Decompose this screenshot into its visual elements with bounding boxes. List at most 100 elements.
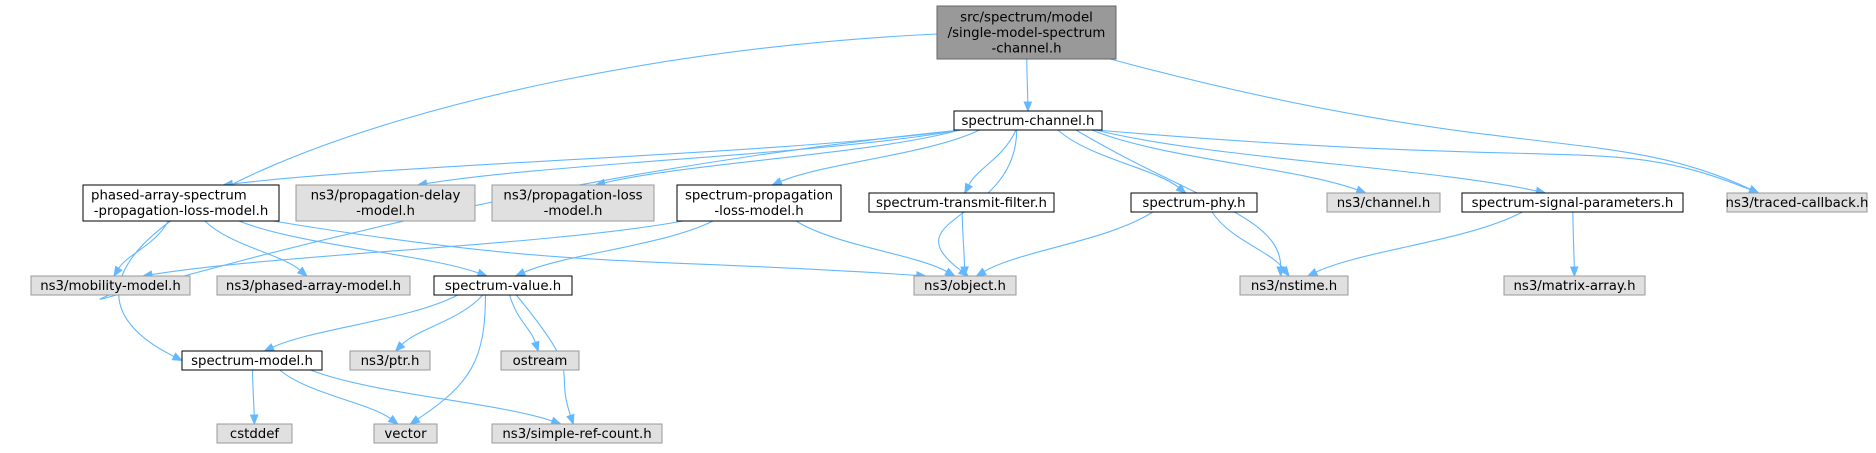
edge-spectrum-channel-to-object <box>938 129 1018 272</box>
node-box-vector <box>373 423 438 444</box>
edge-spectrum-value-to-vector <box>417 294 486 420</box>
node-box-spectrum-transmit-filter <box>868 192 1055 213</box>
edge-spectrum-channel-to-phased-array-spectrum <box>232 129 961 185</box>
edge-spectrum-model-to-cstddef <box>251 369 255 416</box>
arrowhead-root-to-spectrum-channel <box>1023 101 1033 113</box>
node-phased-array-model: ns3/phased-array-model.h <box>216 275 411 296</box>
arrowhead-spectrum-value-to-ptr <box>394 341 406 352</box>
node-label-matrix-array-line-0: ns3/matrix-array.h <box>1513 279 1635 294</box>
arrowhead-spectrum-value-to-ostream <box>531 340 540 353</box>
node-box-spectrum-value <box>433 275 573 296</box>
node-box-simple-ref-count <box>491 423 663 444</box>
arrowhead-spectrum-value-to-spectrum-model <box>263 343 275 352</box>
edge-root-to-spectrum-model <box>118 33 938 357</box>
node-label-propagation-loss-line-0: ns3/propagation-loss <box>503 189 642 204</box>
edge-phased-array-spectrum-to-object <box>272 220 917 276</box>
node-label-propagation-delay-line-0: ns3/propagation-delay <box>311 189 461 204</box>
node-label-spectrum-phy-line-0: spectrum-phy.h <box>1142 196 1245 211</box>
node-spectrum-model[interactable]: spectrum-model.h <box>181 350 323 371</box>
node-box-cstddef <box>216 423 293 444</box>
node-label-spectrum-propagation-loss-line-0: spectrum-propagation <box>685 189 833 204</box>
arrowhead-spectrum-model-to-cstddef <box>249 414 259 426</box>
edge-spectrum-model-to-vector <box>279 369 391 420</box>
arrowhead-spectrum-phy-to-object <box>975 267 987 277</box>
node-ostream: ostream <box>500 350 580 371</box>
edge-spectrum-phy-to-nstime <box>1211 211 1285 270</box>
arrowhead-root-to-spectrum-model <box>171 352 184 362</box>
node-label-nstime-line-0: ns3/nstime.h <box>1251 279 1337 294</box>
edge-spectrum-propagation-loss-to-spectrum-value <box>523 220 714 273</box>
node-box-phased-array-model <box>216 275 411 296</box>
edge-spectrum-channel-to-spectrum-transmit-filter <box>968 129 1017 186</box>
node-label-phased-array-model-line-0: ns3/phased-array-model.h <box>226 279 401 294</box>
node-spectrum-channel[interactable]: spectrum-channel.h <box>953 110 1103 131</box>
node-label-channel-line-0: ns3/channel.h <box>1337 196 1431 211</box>
edge-spectrum-value-to-spectrum-model <box>272 294 459 348</box>
edge-spectrum-channel-to-channel <box>1091 129 1358 191</box>
edge-root-to-traced-callback <box>1109 58 1751 190</box>
node-label-root-line-2: -channel.h <box>991 41 1061 56</box>
node-spectrum-value[interactable]: spectrum-value.h <box>433 275 573 296</box>
node-box-object <box>913 275 1017 296</box>
nodes-layer: src/spectrum/model/single-model-spectrum… <box>30 5 1869 444</box>
arrowhead-spectrum-channel-to-spectrum-transmit-filter <box>964 182 973 195</box>
edge-spectrum-channel-to-spectrum-phy <box>1057 129 1179 188</box>
node-label-spectrum-channel-line-0: spectrum-channel.h <box>962 114 1095 129</box>
edge-spectrum-propagation-loss-to-object <box>795 220 948 273</box>
edge-spectrum-signal-parameters-to-nstime <box>1315 211 1523 273</box>
node-traced-callback: ns3/traced-callback.h <box>1726 192 1869 213</box>
node-label-ostream-line-0: ostream <box>513 354 568 369</box>
node-spectrum-transmit-filter[interactable]: spectrum-transmit-filter.h <box>868 192 1055 213</box>
node-spectrum-signal-parameters[interactable]: spectrum-signal-parameters.h <box>1461 192 1684 213</box>
node-object: ns3/object.h <box>913 275 1017 296</box>
node-box-matrix-array <box>1503 275 1646 296</box>
edge-spectrum-channel-to-propagation-loss <box>604 129 961 184</box>
node-box-spectrum-signal-parameters <box>1461 192 1684 213</box>
node-spectrum-propagation-loss[interactable]: spectrum-propagation-loss-model.h <box>676 184 842 222</box>
node-label-spectrum-transmit-filter-line-0: spectrum-transmit-filter.h <box>876 196 1047 211</box>
edge-spectrum-value-to-ptr <box>401 294 484 345</box>
edge-spectrum-channel-to-traced-callback <box>1095 129 1751 191</box>
edge-phased-array-spectrum-to-spectrum-value <box>238 220 479 274</box>
node-box-spectrum-phy <box>1130 192 1258 213</box>
node-box-root <box>936 5 1117 60</box>
node-label-mobility-model-line-0: ns3/mobility-model.h <box>40 279 181 294</box>
node-label-phased-array-spectrum-line-0: phased-array-spectrum <box>91 189 247 204</box>
edge-phased-array-spectrum-to-phased-array-model <box>204 220 301 271</box>
arrowhead-spectrum-model-to-vector <box>387 414 399 425</box>
node-label-phased-array-spectrum-line-1: -propagation-loss-model.h <box>94 204 269 219</box>
node-ptr: ns3/ptr.h <box>349 350 431 371</box>
arrowhead-spectrum-phy-to-nstime <box>1279 265 1290 278</box>
node-box-spectrum-model <box>181 350 323 371</box>
node-box-nstime <box>1239 275 1349 296</box>
node-root[interactable]: src/spectrum/model/single-model-spectrum… <box>936 5 1117 60</box>
edge-spectrum-model-to-simple-ref-count <box>310 369 553 422</box>
node-spectrum-phy[interactable]: spectrum-phy.h <box>1130 192 1258 213</box>
node-vector: vector <box>373 423 438 444</box>
node-mobility-model: ns3/mobility-model.h <box>30 275 191 296</box>
arrowhead-phased-array-spectrum-to-mobility-model <box>113 265 123 278</box>
node-simple-ref-count: ns3/simple-ref-count.h <box>491 423 663 444</box>
node-box-propagation-loss <box>491 184 655 222</box>
edge-spectrum-channel-to-spectrum-propagation-loss <box>780 129 980 182</box>
arrowhead-phased-array-spectrum-to-spectrum-value <box>476 268 489 277</box>
arrowhead-spectrum-channel-to-spectrum-phy <box>1175 183 1187 194</box>
node-box-spectrum-propagation-loss <box>676 184 842 222</box>
node-label-traced-callback-line-0: ns3/traced-callback.h <box>1726 196 1869 211</box>
arrowhead-spectrum-propagation-loss-to-object <box>944 267 956 277</box>
edge-phased-array-spectrum-to-mobility-model <box>118 220 169 269</box>
edge-spectrum-phy-to-object <box>983 211 1154 272</box>
node-propagation-delay: ns3/propagation-delay-model.h <box>295 184 476 222</box>
node-box-traced-callback <box>1726 192 1868 213</box>
node-channel: ns3/channel.h <box>1326 192 1441 213</box>
edge-spectrum-value-to-ostream <box>509 294 536 343</box>
node-nstime: ns3/nstime.h <box>1239 275 1349 296</box>
node-matrix-array: ns3/matrix-array.h <box>1503 275 1646 296</box>
edge-spectrum-transmit-filter-to-object <box>961 211 966 268</box>
node-label-object-line-0: ns3/object.h <box>924 279 1006 294</box>
arrowhead-spectrum-signal-parameters-to-matrix-array <box>1569 266 1579 278</box>
node-phased-array-spectrum[interactable]: phased-array-spectrum-propagation-loss-m… <box>82 184 280 222</box>
edge-spectrum-signal-parameters-to-matrix-array <box>1572 211 1575 268</box>
node-box-propagation-delay <box>295 184 476 222</box>
